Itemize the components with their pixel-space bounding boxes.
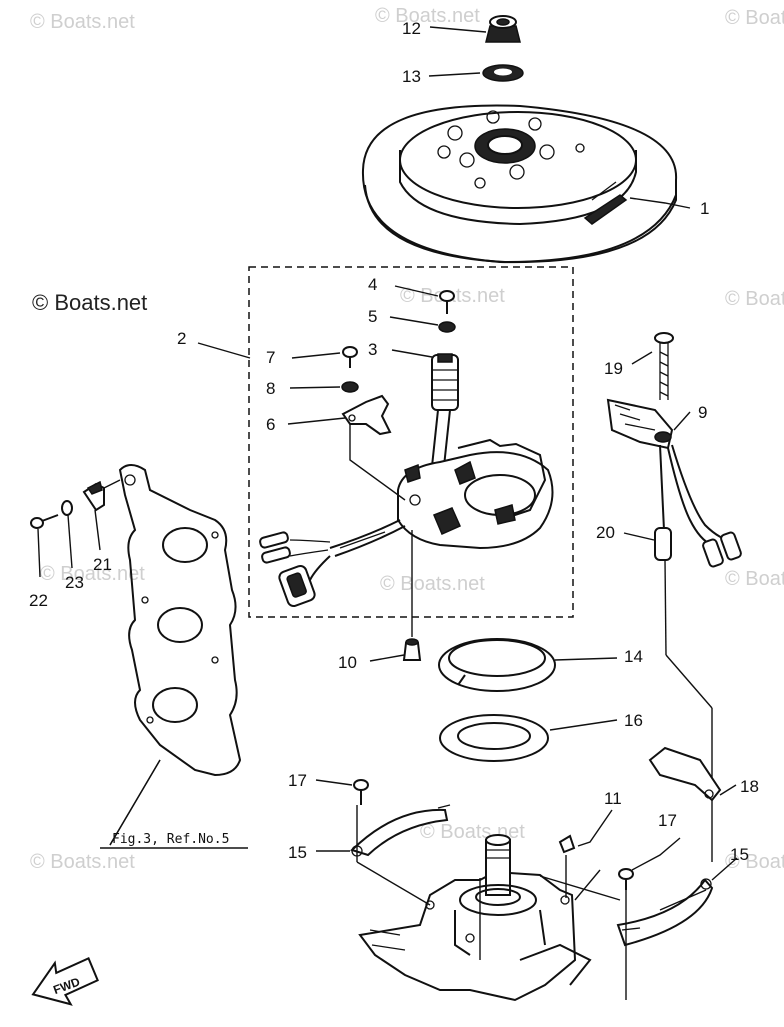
bracket-part-18 [648, 746, 722, 802]
figure-reference-label: Fig.3, Ref.No.5 [112, 832, 229, 847]
plate-part-16 [439, 714, 549, 762]
callout-17-left: 17 [288, 771, 307, 790]
crankcase-base [358, 834, 592, 1002]
callout-3: 3 [368, 340, 377, 359]
watermark-bottom-left: © Boats.net [30, 851, 135, 873]
ring-part-14 [438, 638, 556, 692]
watermark-top-left: © Boats.net [30, 11, 135, 33]
callout-15-left: 15 [288, 843, 307, 862]
bolt-part-19 [654, 332, 674, 400]
intake-gasket [118, 464, 242, 777]
callout-17-right: 17 [658, 811, 677, 830]
pulser-coil-part-3 [429, 353, 459, 486]
callout-6: 6 [266, 415, 275, 434]
clamp-part-20 [654, 527, 672, 561]
screw-part-7 [342, 346, 358, 368]
callout-10: 10 [338, 653, 357, 672]
fwd-arrow: FWD [31, 956, 99, 1006]
watermark-main: © Boats.net [32, 290, 147, 315]
callout-14: 14 [624, 647, 643, 666]
callout-8: 8 [266, 379, 275, 398]
callout-21: 21 [93, 555, 112, 574]
plate-part-6 [341, 394, 392, 436]
clip-part-21 [82, 480, 105, 512]
watermark-mid-right: © Boats.net [725, 288, 784, 310]
callout-7: 7 [266, 348, 275, 367]
watermark-bottom-right: © Boats.net [725, 851, 784, 873]
rectifier-part-9 [606, 398, 742, 568]
callout-18: 18 [740, 777, 759, 796]
callout-16: 16 [624, 711, 643, 730]
screw-part-17-right [618, 868, 634, 890]
callout-2: 2 [177, 329, 186, 348]
nut-part-12 [485, 15, 521, 43]
grommet-part-10 [402, 638, 422, 661]
washer-part-8 [341, 381, 359, 393]
callout-13: 13 [402, 67, 421, 86]
watermark-center: © Boats.net [380, 573, 485, 595]
washer-part-13 [482, 64, 524, 82]
callout-20: 20 [596, 523, 615, 542]
callout-1: 1 [700, 199, 709, 218]
watermark-top-right: © Boats.net [725, 7, 784, 29]
watermark-left: © Boats.net [40, 563, 145, 585]
washer-part-5 [438, 321, 456, 333]
callout-12: 12 [402, 19, 421, 38]
callout-9: 9 [698, 403, 707, 422]
clamp-arm-part-15-right [616, 878, 714, 947]
callout-19: 19 [604, 359, 623, 378]
screw-part-22 [30, 514, 59, 529]
flywheel-rotor-part-1 [361, 104, 678, 264]
screw-part-17-left [353, 779, 369, 805]
callout-11: 11 [604, 789, 622, 808]
stator-base-part-2 [397, 438, 554, 550]
callout-leaders [37, 26, 738, 881]
watermark-top-center: © Boats.net [375, 5, 480, 27]
stator-assembly-box [248, 266, 574, 618]
figure-reference: Fig.3, Ref.No.5 [100, 759, 248, 849]
screw-part-4 [439, 290, 455, 314]
watermark-right: © Boats.net [725, 568, 784, 590]
callout-4: 4 [368, 275, 377, 294]
callout-labels: 12 13 1 2 4 5 3 7 8 6 9 19 20 10 14 16 1… [29, 19, 759, 864]
key-part-11 [558, 834, 576, 854]
callout-5: 5 [368, 307, 377, 326]
assembly-leaders [356, 800, 713, 1000]
washer-part-23 [61, 500, 73, 516]
stator-wiring-harness [259, 519, 406, 608]
callout-22: 22 [29, 591, 48, 610]
callout-15-right: 15 [730, 845, 749, 864]
callout-23: 23 [65, 573, 84, 592]
